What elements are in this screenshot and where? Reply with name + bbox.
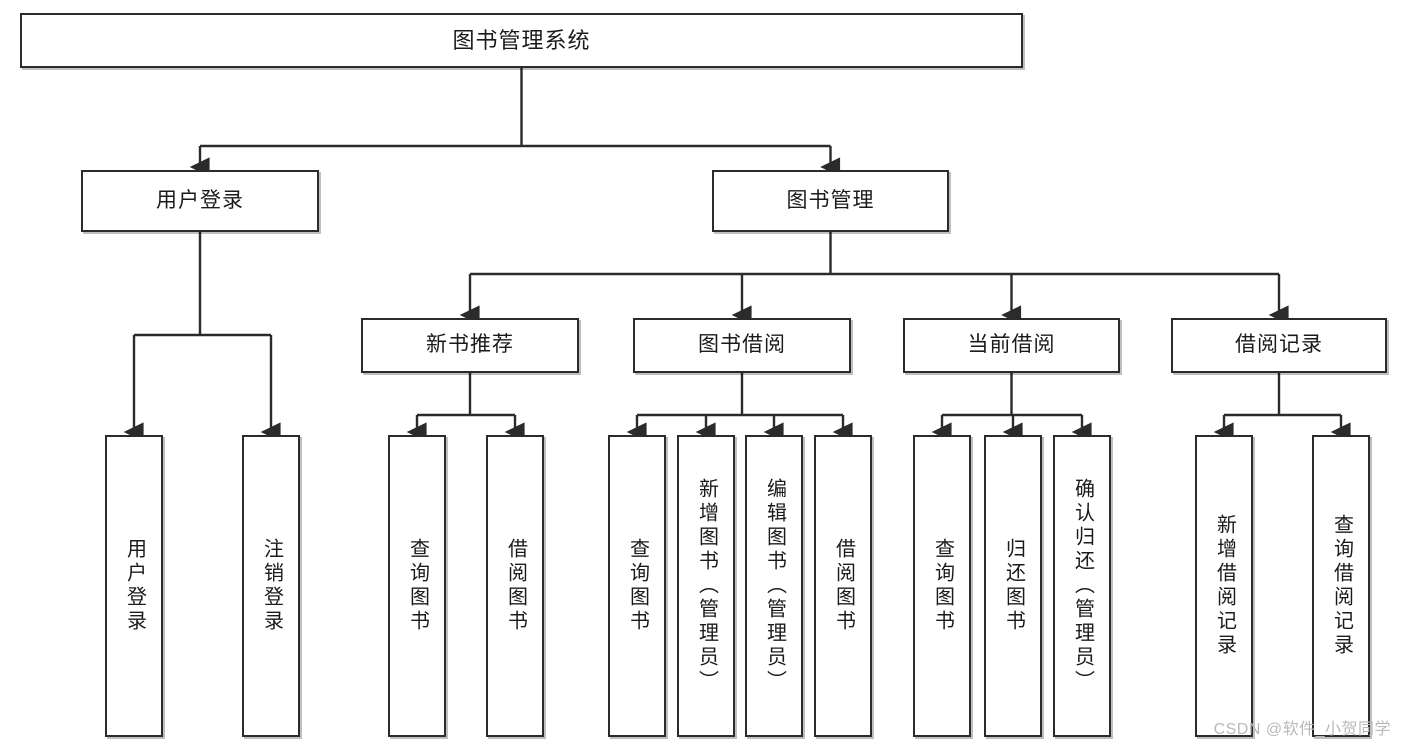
node-label: 图书借阅 xyxy=(698,333,786,357)
node-leaf-add-record: 新增借阅记录 xyxy=(1195,435,1253,737)
node-leaf-return-book: 归还图书 xyxy=(984,435,1042,737)
node-leaf-borrow-book-1: 借阅图书 xyxy=(486,435,544,737)
node-leaf-user-login: 用户登录 xyxy=(105,435,163,737)
node-leaf-borrow-book-2: 借阅图书 xyxy=(814,435,872,737)
node-label: 借阅图书 xyxy=(832,538,855,634)
node-current-borrow: 当前借阅 xyxy=(903,318,1120,373)
node-leaf-query-book-2: 查询图书 xyxy=(608,435,666,737)
node-label: 归还图书 xyxy=(1002,538,1025,634)
node-leaf-confirm-return: 确认归还（管理员） xyxy=(1053,435,1111,737)
node-label: 用户登录 xyxy=(123,538,146,634)
node-label: 新增图书（管理员） xyxy=(695,478,718,694)
node-label: 用户登录 xyxy=(156,188,244,212)
node-user-login: 用户登录 xyxy=(81,170,319,232)
node-label: 查询图书 xyxy=(931,538,954,634)
node-label: 查询图书 xyxy=(626,538,649,634)
node-leaf-add-book: 新增图书（管理员） xyxy=(677,435,735,737)
node-leaf-query-book-1: 查询图书 xyxy=(388,435,446,737)
node-label: 新增借阅记录 xyxy=(1213,514,1236,658)
node-label: 借阅记录 xyxy=(1235,333,1323,357)
watermark-label: CSDN @软件_小贺同学 xyxy=(1213,721,1391,738)
node-leaf-logout-login: 注销登录 xyxy=(242,435,300,737)
node-label: 编辑图书（管理员） xyxy=(763,478,786,694)
node-label: 图书管理系统 xyxy=(452,27,591,53)
node-new-book-rec: 新书推荐 xyxy=(361,318,579,373)
node-leaf-query-record: 查询借阅记录 xyxy=(1312,435,1370,737)
node-root: 图书管理系统 xyxy=(20,13,1023,68)
node-label: 新书推荐 xyxy=(426,333,514,357)
node-book-borrow: 图书借阅 xyxy=(633,318,851,373)
node-leaf-query-book-3: 查询图书 xyxy=(913,435,971,737)
node-book-manage: 图书管理 xyxy=(712,170,949,232)
node-label: 注销登录 xyxy=(260,538,283,634)
node-label: 查询借阅记录 xyxy=(1330,514,1353,658)
node-label: 确认归还（管理员） xyxy=(1071,478,1094,694)
node-label: 查询图书 xyxy=(406,538,429,634)
node-leaf-edit-book: 编辑图书（管理员） xyxy=(745,435,803,737)
node-label: 当前借阅 xyxy=(967,333,1056,357)
node-borrow-record: 借阅记录 xyxy=(1171,318,1387,373)
node-label: 图书管理 xyxy=(786,188,875,212)
node-label: 借阅图书 xyxy=(504,538,527,634)
